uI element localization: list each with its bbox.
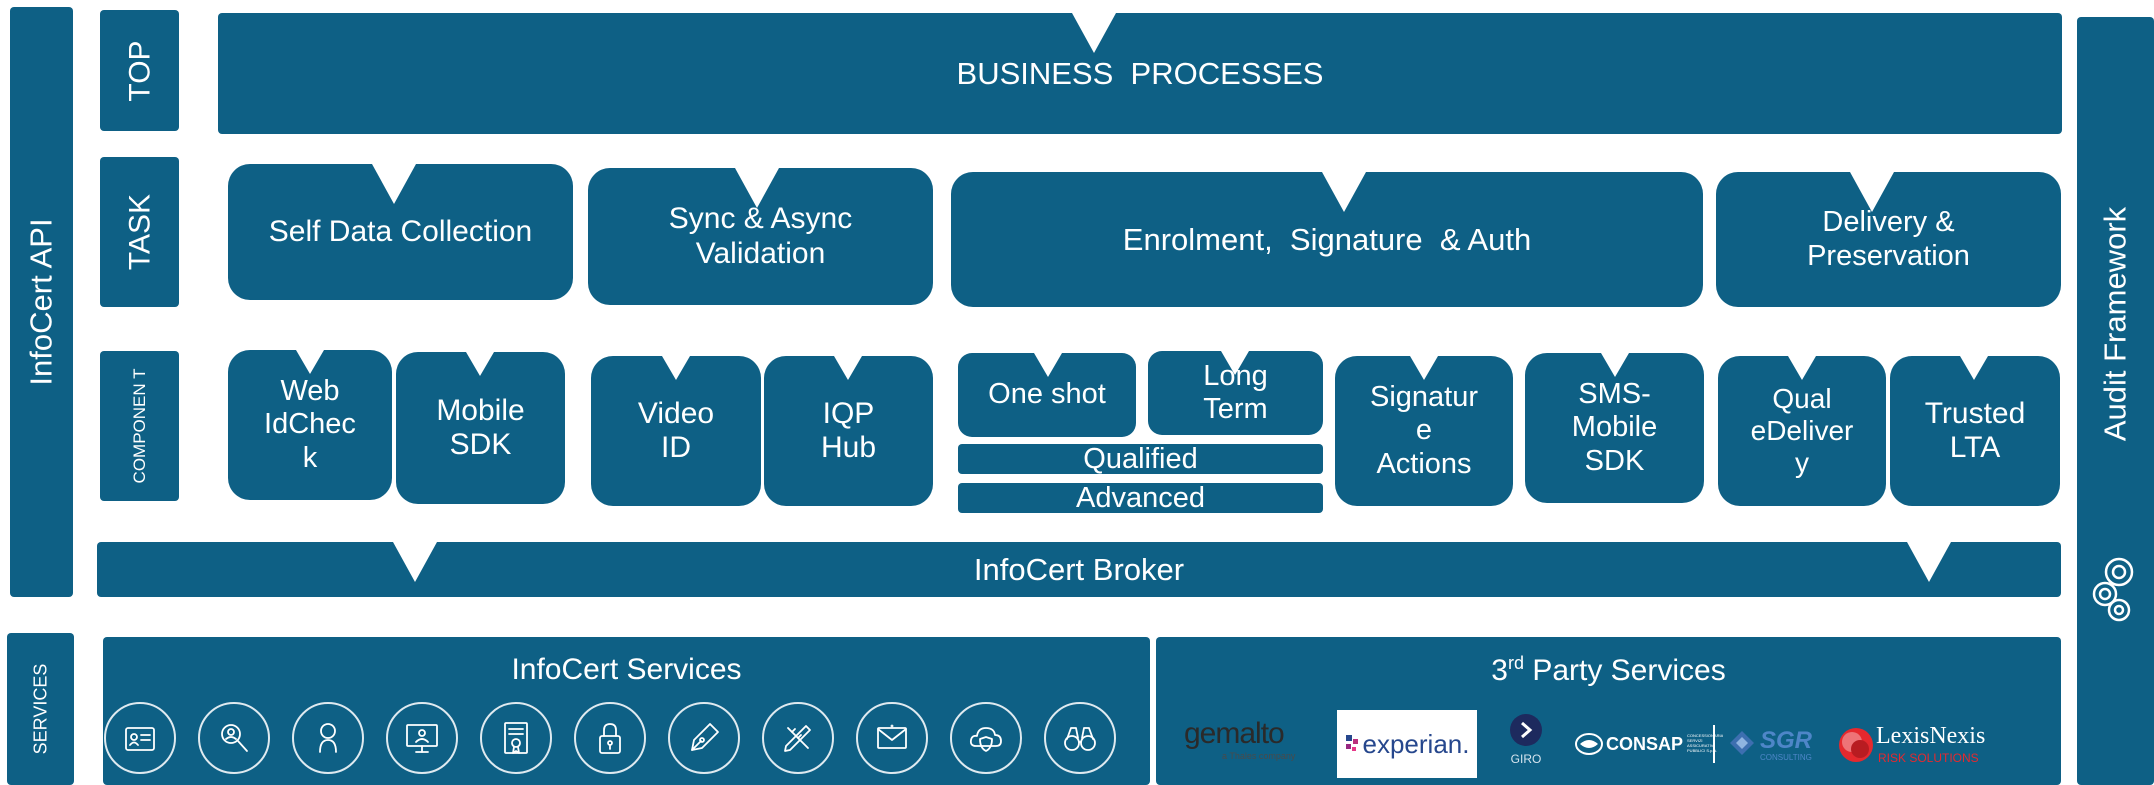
component-arrow — [1410, 356, 1438, 380]
component-arrow — [1788, 356, 1816, 380]
user-profile-icon — [292, 702, 364, 774]
broker-arrow-left — [393, 542, 437, 582]
task-delivery-preservation: Delivery & Preservation — [1716, 172, 2061, 307]
consap-emblem-icon — [1575, 733, 1603, 755]
component-arrow — [834, 356, 862, 380]
third-party-services-block: 3rd Party Services gemalto a Thales comp… — [1156, 637, 2061, 785]
cloud-shield-icon — [950, 702, 1022, 774]
component-signature-actions: Signatur e Actions — [1335, 356, 1513, 506]
lexisnexis-logo: LexisNexis RISK SOLUTIONS — [1838, 721, 2018, 769]
component-advanced: Advanced — [958, 482, 1323, 514]
email-icon — [856, 702, 928, 774]
business-processes-block: BUSINESS PROCESSES — [218, 13, 2062, 134]
component-arrow — [662, 356, 690, 380]
component-arrow — [1034, 353, 1062, 377]
monitor-user-icon — [386, 702, 458, 774]
experian-dots-icon — [1345, 735, 1358, 751]
component-qual-edelivery: Qual eDeliver y — [1718, 356, 1886, 506]
row-label-services: SERVICES — [7, 633, 74, 785]
pencil-ruler-icon — [762, 702, 834, 774]
infocert-api-bar: InfoCert API — [10, 7, 73, 597]
experian-logo: experian. — [1337, 710, 1477, 778]
task-arrow — [1322, 172, 1366, 212]
binoculars-icon — [1044, 702, 1116, 774]
sgr-emblem-icon — [1730, 731, 1754, 755]
fountain-pen-icon — [668, 702, 740, 774]
task-arrow — [372, 164, 416, 204]
component-arrow — [296, 350, 324, 374]
component-web-idcheck: Web IdChec k — [228, 350, 392, 500]
giro-logo: GIRO — [1506, 713, 1546, 777]
row-label-top: TOP — [100, 10, 179, 131]
component-arrow — [1601, 353, 1629, 377]
infocert-services-block: InfoCert Services — [103, 637, 1150, 785]
padlock-icon — [574, 702, 646, 774]
infocert-api-label: InfoCert API — [23, 218, 59, 386]
certificate-document-icon — [480, 702, 552, 774]
row-label-task: TASK — [100, 157, 179, 307]
consap-logo: CONSAP CONCESSIONARIA SERVIZI ASSICURATI… — [1574, 729, 1729, 759]
infocert-broker-label: InfoCert Broker — [973, 551, 1185, 587]
task-arrow — [735, 168, 779, 208]
business-processes-arrow — [1072, 13, 1116, 53]
broker-arrow-right — [1907, 542, 1951, 582]
gemalto-logo: gemalto a Thales company — [1184, 717, 1296, 762]
component-video-id: Video ID — [591, 356, 761, 506]
component-qualified: Qualified — [958, 443, 1323, 475]
search-user-icon — [198, 702, 270, 774]
business-processes-label: BUSINESS PROCESSES — [956, 55, 1324, 91]
component-sms-mobile-sdk: SMS- Mobile SDK — [1525, 353, 1704, 503]
component-trusted-lta: Trusted LTA — [1890, 356, 2060, 506]
lexisnexis-emblem-icon — [1839, 728, 1873, 762]
audit-framework-bar: Audit Framework — [2077, 17, 2154, 785]
id-card-icon — [104, 702, 176, 774]
component-iqp-hub: IQP Hub — [764, 356, 933, 506]
component-arrow — [1221, 351, 1249, 375]
audit-framework-label: Audit Framework — [2097, 207, 2133, 442]
third-party-services-title: 3rd Party Services — [1491, 653, 1726, 687]
gears-icon — [2092, 557, 2134, 622]
component-arrow — [1960, 356, 1988, 380]
sgr-logo: SGR CONSULTING — [1728, 725, 1828, 765]
component-arrow — [466, 352, 494, 376]
infocert-services-title: InfoCert Services — [511, 653, 742, 686]
giro-arrow-icon — [1510, 714, 1542, 746]
infocert-broker-block: InfoCert Broker — [97, 542, 2061, 597]
logo-divider — [1713, 725, 1715, 763]
component-mobile-sdk: Mobile SDK — [396, 352, 565, 504]
row-label-component: COMPONEN T — [100, 351, 179, 501]
task-arrow — [1850, 172, 1894, 212]
